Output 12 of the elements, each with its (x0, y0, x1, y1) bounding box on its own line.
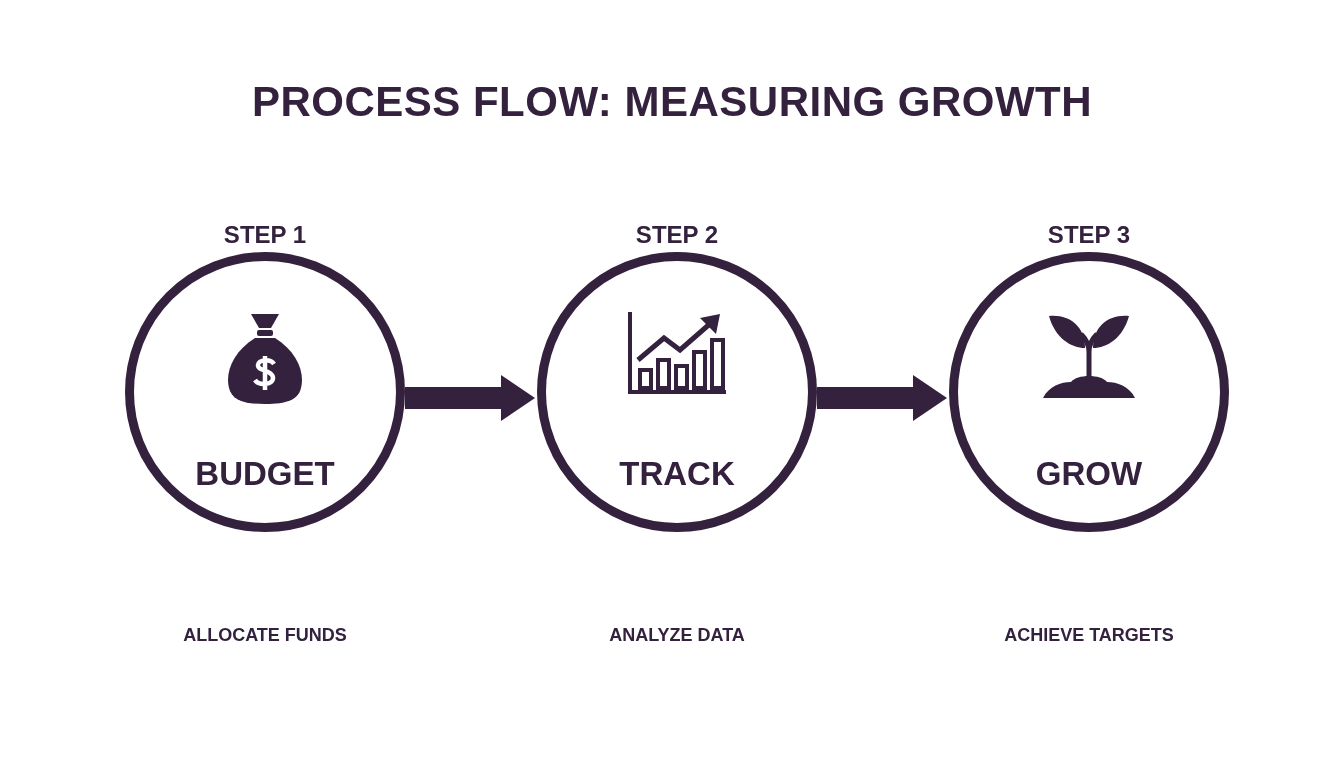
step-heading: STEP 2 (635, 220, 719, 250)
arrow (405, 375, 535, 421)
step-label: GROW (1035, 456, 1143, 492)
step-caption: ANALYZE DATA (609, 624, 745, 646)
step-heading: STEP 3 (1047, 220, 1131, 250)
step-caption: ACHIEVE TARGETS (1004, 624, 1174, 646)
arrow (817, 375, 947, 421)
step-label: BUDGET (195, 456, 335, 492)
step-caption: ALLOCATE FUNDS (183, 624, 347, 646)
step-label: TRACK (619, 456, 735, 492)
diagram-title: PROCESS FLOW: MEASURING GROWTH (250, 78, 1094, 126)
step-heading: STEP 1 (223, 220, 307, 250)
